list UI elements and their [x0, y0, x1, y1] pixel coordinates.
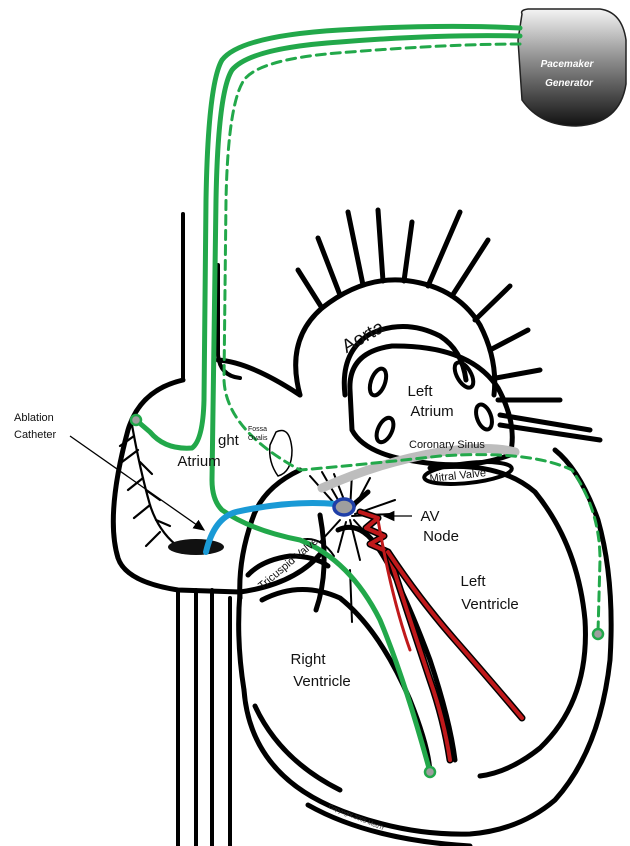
right-ventricle-label-line2: Ventricle — [293, 673, 351, 690]
generator-label-line2: Generator — [545, 78, 594, 89]
left-atrium-label-line2: Atrium — [410, 403, 453, 420]
av-node — [334, 499, 354, 515]
left-ventricle-electrode — [593, 629, 603, 639]
ablation-catheter-label-line1: Ablation — [14, 412, 54, 424]
right-ventricle-electrode — [425, 767, 435, 777]
fossa-ovalis-label-line1: Fossa — [248, 426, 267, 433]
left-ventricle-label-line2: Ventricle — [461, 596, 519, 613]
fossa-ovalis-label-line2: Ovalis — [248, 435, 268, 442]
right-atrium-label-line2: Atrium — [177, 453, 220, 470]
left-atrium-label-line1: Left — [407, 383, 433, 400]
generator-label-line1: Pacemaker — [541, 59, 595, 70]
coronary-sinus-label: Coronary Sinus — [409, 439, 485, 451]
right-atrium-label-line1: ght — [218, 432, 240, 449]
pacemaker-generator: Pacemaker Generator — [518, 9, 626, 126]
coronary-sinus-ostium — [168, 539, 224, 555]
av-node-label-line1: AV — [421, 508, 440, 525]
coronary-sinus-lead — [224, 44, 600, 632]
aorta-label: Aorta — [338, 317, 388, 358]
right-ventricle-label-line1: Right — [290, 651, 326, 668]
vena-cava-outline — [178, 214, 240, 846]
ablation-catheter-label-line2: Catheter — [14, 429, 57, 441]
atrial-electrode — [131, 415, 141, 425]
left-ventricle-label-line1: Left — [460, 573, 486, 590]
av-node-label-line2: Node — [423, 528, 459, 545]
